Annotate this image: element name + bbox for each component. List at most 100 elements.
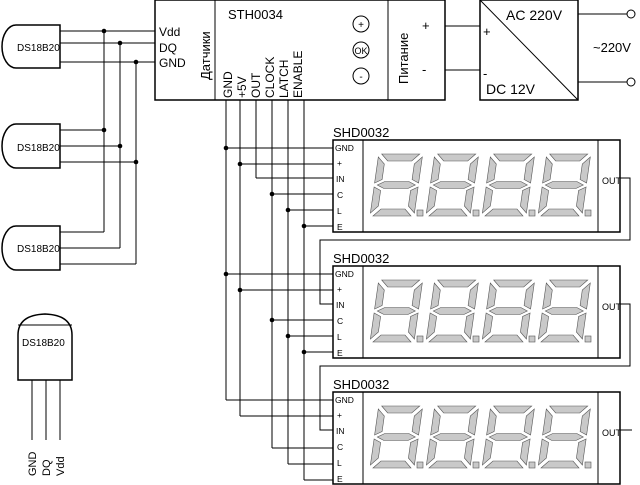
seg-f <box>374 408 385 436</box>
seg-a <box>437 153 477 162</box>
seg-b <box>579 408 591 436</box>
sensor-2: DS18B20 <box>1 123 61 169</box>
seg-c <box>520 438 531 466</box>
out-label: OUT <box>602 176 622 186</box>
pin-l: L <box>337 458 342 468</box>
svg-text:OK: OK <box>354 46 367 56</box>
out-pin-latch: LATCH <box>277 60 291 98</box>
sensor-pin-dq: DQ <box>41 459 53 476</box>
seg-a <box>381 405 421 414</box>
seg-d <box>428 208 468 217</box>
seg-a <box>549 153 589 162</box>
seg-g <box>488 181 528 189</box>
seg-e <box>537 186 549 214</box>
seg-b <box>579 282 591 310</box>
seg-b <box>523 156 535 184</box>
seg-a <box>493 153 533 162</box>
pin-in: IN <box>336 426 345 436</box>
pin-in: IN <box>336 300 345 310</box>
controller-title: STH0034 <box>228 7 283 22</box>
seg-f <box>374 156 385 184</box>
seg-g <box>488 307 528 315</box>
pin-in: IN <box>336 174 345 184</box>
seg-c <box>408 438 419 466</box>
pin-gnd: GND <box>335 395 354 405</box>
pin-plus: + <box>337 410 342 420</box>
pin-plus: + <box>337 158 342 168</box>
digits <box>369 279 592 343</box>
display-connections <box>223 145 632 481</box>
minus-button[interactable]: - <box>352 67 370 85</box>
seg-f <box>486 408 497 436</box>
seg-d <box>540 334 580 343</box>
seg-f <box>542 408 553 436</box>
pin-e: E <box>337 474 343 484</box>
seg-b <box>467 156 479 184</box>
seg-dp <box>528 209 536 217</box>
seg-b <box>411 282 423 310</box>
seg-f <box>542 282 553 310</box>
seg-d <box>484 334 524 343</box>
seg-dp <box>416 209 424 217</box>
seg-dp <box>416 335 424 343</box>
seg-g <box>432 433 472 441</box>
seg-e <box>369 312 381 340</box>
seg-b <box>411 408 423 436</box>
seg-dp <box>528 461 536 469</box>
seg-e <box>537 438 549 466</box>
seg-a <box>549 279 589 288</box>
controller-pin-vdd: Vdd <box>159 25 180 39</box>
seg-c <box>576 438 587 466</box>
seg-d <box>484 460 524 469</box>
seg-e <box>425 438 437 466</box>
psu-plus-label: + <box>483 24 491 39</box>
seg-a <box>437 405 477 414</box>
sensor-detail: DS18B20 GND DQ Vdd <box>17 313 73 476</box>
seg-d <box>428 460 468 469</box>
ok-button[interactable]: OK <box>352 41 370 59</box>
seg-dp <box>584 335 592 343</box>
out-pin-5v: +5V <box>235 76 249 98</box>
seg-e <box>481 438 493 466</box>
pin-l: L <box>337 206 342 216</box>
display-title: SHD0032 <box>333 251 389 266</box>
digit-1 <box>369 153 424 217</box>
mains-label: ~220V <box>593 40 631 55</box>
seg-dp <box>472 209 480 217</box>
controller-pin-gnd: GND <box>159 56 186 70</box>
seg-b <box>523 282 535 310</box>
pin-gnd: GND <box>335 269 354 279</box>
power-minus-label: - <box>422 62 426 77</box>
pin-c: C <box>337 316 343 326</box>
digit-3 <box>481 405 536 469</box>
seg-c <box>408 312 419 340</box>
svg-text:-: - <box>359 72 362 83</box>
seg-c <box>464 312 475 340</box>
seg-g <box>432 307 472 315</box>
power-supply: AC 220V DC 12V + - ~220V <box>445 0 636 101</box>
pin-e: E <box>337 222 343 232</box>
display-title: SHD0032 <box>333 377 389 392</box>
out-label: OUT <box>602 428 622 438</box>
sensor-1: DS18B20 <box>1 24 61 69</box>
seg-a <box>381 279 421 288</box>
digit-1 <box>369 279 424 343</box>
seg-g <box>376 181 416 189</box>
seg-d <box>484 208 524 217</box>
seg-d <box>372 460 412 469</box>
digit-2 <box>425 405 480 469</box>
pin-e: E <box>337 348 343 358</box>
digit-2 <box>425 279 480 343</box>
digit-3 <box>481 153 536 217</box>
pin-c: C <box>337 190 343 200</box>
digit-4 <box>537 279 592 343</box>
power-plus-label: + <box>422 18 430 33</box>
seg-c <box>576 312 587 340</box>
seg-e <box>481 186 493 214</box>
digits <box>369 153 592 217</box>
seg-g <box>376 307 416 315</box>
display-2: SHD0032 GND + IN C L E OUT <box>332 251 622 359</box>
digit-4 <box>537 405 592 469</box>
seg-d <box>428 334 468 343</box>
plus-button[interactable]: + <box>352 15 370 33</box>
